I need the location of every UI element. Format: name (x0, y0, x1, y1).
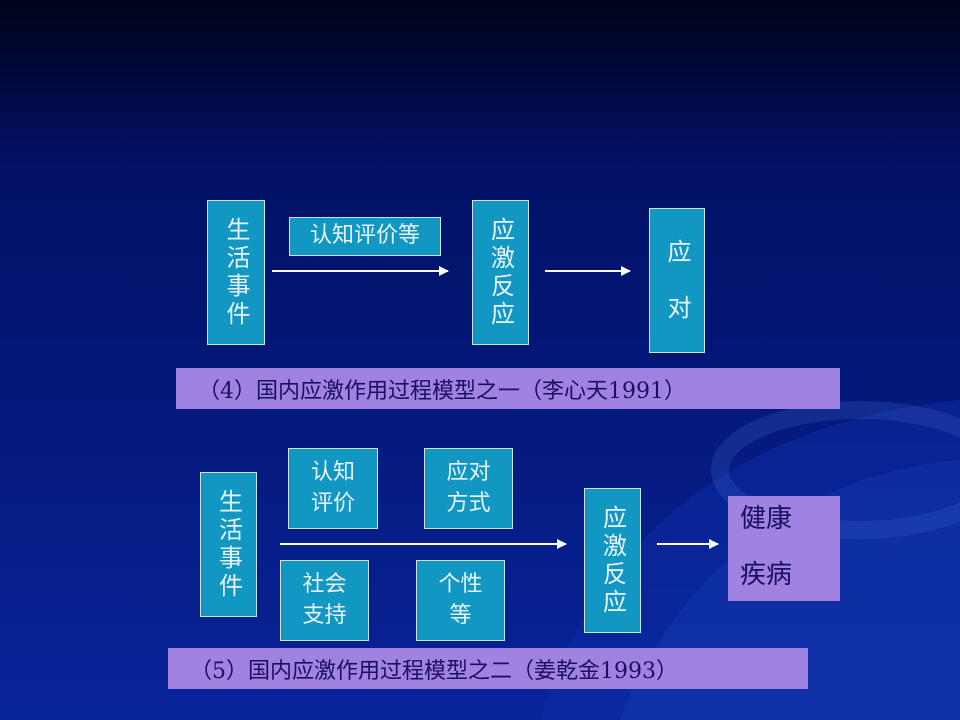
model5-coping-style-label: 应对 方式 (446, 459, 491, 516)
model4-coping-label: 应 对 (663, 238, 691, 323)
model4-life-event-label: 生活事件 (222, 216, 250, 329)
model5-caption-text: （5）国内应激作用过程模型之二（姜乾金1993） (190, 658, 678, 684)
model5-stress-reaction-label: 应激反应 (598, 504, 627, 617)
model5-social-support-box: 社会 支持 (280, 560, 369, 641)
model4-stress-reaction-label: 应激反应 (486, 216, 515, 329)
model5-outcome-health: 健康 (740, 504, 793, 534)
model5-cognitive-appraisal-box: 认知 评价 (288, 448, 378, 529)
model4-stress-reaction-box: 应激反应 (472, 200, 529, 345)
model5-caption: （5）国内应激作用过程模型之二（姜乾金1993） (168, 648, 808, 689)
model5-personality-box: 个性 等 (416, 560, 505, 641)
model5-cognitive-appraisal-label: 认知 评价 (310, 459, 355, 516)
model5-outcome-disease: 疾病 (740, 560, 793, 590)
model5-life-event-box: 生活事件 (200, 472, 257, 617)
model4-life-event-box: 生活事件 (207, 200, 265, 345)
model5-social-support-label: 社会 支持 (302, 571, 347, 628)
model5-life-event-label: 生活事件 (214, 488, 243, 601)
model5-coping-style-box: 应对 方式 (424, 448, 513, 529)
model4-caption: （4）国内应激作用过程模型之一（李心天1991） (176, 368, 840, 409)
model4-coping-box: 应 对 (649, 208, 705, 353)
model5-outcome-box: 健康 疾病 (728, 496, 840, 601)
model4-appraisal-label: 认知评价等 (309, 223, 420, 249)
model5-personality-label: 个性 等 (438, 571, 483, 628)
model5-stress-reaction-box: 应激反应 (584, 488, 641, 633)
model4-caption-text: （4）国内应激作用过程模型之一（李心天1991） (198, 378, 686, 404)
model4-appraisal-box: 认知评价等 (289, 217, 441, 256)
